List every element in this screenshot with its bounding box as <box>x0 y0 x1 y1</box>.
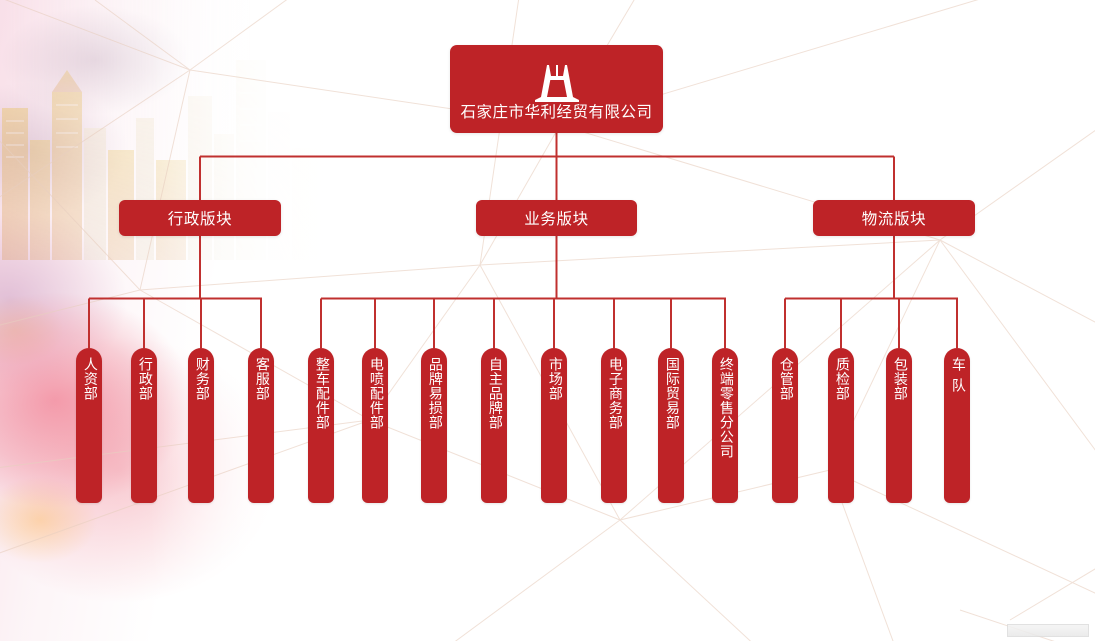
leaf-label: 自主品牌部 <box>486 357 503 430</box>
leaf-node-efi-parts[interactable]: 电喷配件部 <box>362 348 388 503</box>
leaf-node-customer-service[interactable]: 客服部 <box>248 348 274 503</box>
root-node-label: 石家庄市华利经贸有限公司 <box>460 103 653 122</box>
leaf-label: 品牌易损部 <box>426 357 443 430</box>
leaf-node-own-brand[interactable]: 自主品牌部 <box>481 348 507 503</box>
leaf-label: 电喷配件部 <box>367 357 384 430</box>
division-node-business[interactable]: 业务版块 <box>476 200 637 236</box>
division-label: 行政版块 <box>167 210 233 228</box>
company-arch-logo-icon <box>534 65 579 103</box>
corner-widget <box>1007 624 1089 637</box>
leaf-node-fleet[interactable]: 车队 <box>944 348 970 503</box>
leaf-label: 终端零售分公司 <box>717 357 734 459</box>
leaf-label: 整车配件部 <box>313 357 330 430</box>
leaf-node-finance[interactable]: 财务部 <box>188 348 214 503</box>
leaf-label: 财务部 <box>193 357 210 401</box>
leaf-label: 质检部 <box>833 357 850 401</box>
leaf-label: 行政部 <box>136 357 153 401</box>
leaf-node-administration[interactable]: 行政部 <box>131 348 157 503</box>
leaf-node-quality-inspection[interactable]: 质检部 <box>828 348 854 503</box>
leaf-node-international-trade[interactable]: 国际贸易部 <box>658 348 684 503</box>
leaf-node-vehicle-parts[interactable]: 整车配件部 <box>308 348 334 503</box>
leaf-label: 人资部 <box>81 357 98 401</box>
leaf-node-packaging[interactable]: 包装部 <box>886 348 912 503</box>
division-node-administrative[interactable]: 行政版块 <box>119 200 281 236</box>
leaf-label: 仓管部 <box>777 357 794 401</box>
leaf-node-warehouse[interactable]: 仓管部 <box>772 348 798 503</box>
leaf-label: 车队 <box>949 357 966 399</box>
leaf-node-brand-wear-parts[interactable]: 品牌易损部 <box>421 348 447 503</box>
leaf-label: 国际贸易部 <box>663 357 680 430</box>
leaf-node-ecommerce[interactable]: 电子商务部 <box>601 348 627 503</box>
division-label: 物流版块 <box>861 210 927 228</box>
leaf-label: 电子商务部 <box>606 357 623 430</box>
leaf-node-marketing[interactable]: 市场部 <box>541 348 567 503</box>
root-node-company[interactable]: 石家庄市华利经贸有限公司 <box>450 45 663 133</box>
leaf-node-hr[interactable]: 人资部 <box>76 348 102 503</box>
leaf-label: 包装部 <box>891 357 908 401</box>
division-label: 业务版块 <box>524 210 589 228</box>
division-node-logistics[interactable]: 物流版块 <box>813 200 975 236</box>
leaf-node-retail-branch[interactable]: 终端零售分公司 <box>712 348 738 503</box>
leaf-label: 客服部 <box>253 357 270 401</box>
leaf-label: 市场部 <box>546 357 563 401</box>
